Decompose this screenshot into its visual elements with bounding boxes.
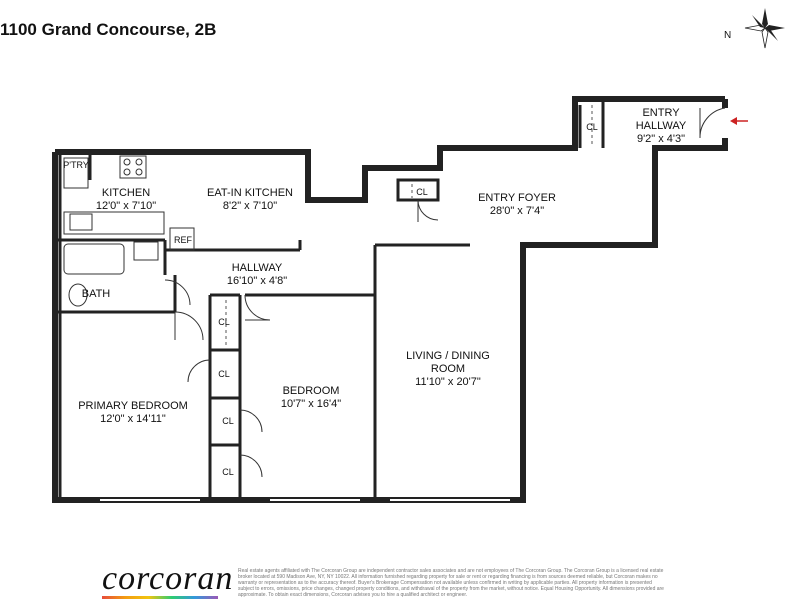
bedroom-dims: 10'7" x 16'4" (281, 398, 341, 410)
refrigerator-icon (169, 227, 195, 251)
kitchen-dims: 12'0" x 7'10" (96, 200, 156, 212)
primary-bedroom-name: PRIMARY BEDROOM (78, 400, 188, 412)
closet-label-3: CL (222, 416, 234, 426)
kitchen-name: KITCHEN (102, 187, 150, 199)
stove-icon (119, 155, 147, 179)
hallway-dims: 16'10" x 4'8" (227, 275, 287, 287)
entry-hallway-name: ENTRY (642, 107, 680, 119)
entry-arrow-icon (730, 117, 748, 125)
entry-hallway-dims: 9'2" x 4'3" (637, 133, 685, 145)
corcoran-logo: corcoran (102, 560, 234, 597)
logo-color-bar (102, 596, 218, 599)
bath-sink-icon (133, 241, 159, 261)
closet-label-1: CL (218, 317, 230, 327)
primary-bedroom-dims: 12'0" x 14'11" (100, 413, 166, 425)
compass-icon (744, 8, 785, 49)
sink-icon (69, 213, 93, 231)
entry-foyer-dims: 28'0" x 7'4" (490, 205, 544, 217)
bedroom-name: BEDROOM (283, 385, 340, 397)
eat-in-kitchen-dims: 8'2" x 7'10" (223, 200, 277, 212)
compass-north-label: N (724, 30, 732, 41)
door-swings (164, 107, 726, 478)
entry-foyer-name: ENTRY FOYER (478, 192, 556, 204)
bathtub-icon (63, 243, 125, 275)
living-dining-name2: ROOM (431, 363, 465, 375)
eat-in-kitchen-name: EAT-IN KITCHEN (207, 187, 293, 199)
interior-walls (57, 99, 605, 500)
bath-name: BATH (82, 288, 111, 300)
closet-label-entry: CL (586, 122, 598, 132)
exterior-walls (52, 96, 728, 503)
pantry-label: P'TRY (63, 160, 89, 170)
pantry-doors (63, 157, 89, 189)
entry-hallway-name2: HALLWAY (636, 120, 687, 132)
ref-label: REF (174, 235, 193, 245)
living-dining-name: LIVING / DINING (406, 350, 490, 362)
hallway-name: HALLWAY (232, 262, 283, 274)
toilet-icon (68, 283, 88, 307)
fixtures (63, 155, 195, 307)
living-dining-dims: 11'10" x 20'7" (415, 376, 481, 388)
disclaimer-text: Real estate agents affiliated with The C… (238, 568, 664, 598)
closet-label-foyer: CL (416, 187, 428, 197)
listing-title: 1100 Grand Concourse, 2B (0, 20, 217, 39)
closet-label-4: CL (222, 467, 234, 477)
kitchen-counter (63, 211, 165, 235)
closet-label-2: CL (218, 369, 230, 379)
